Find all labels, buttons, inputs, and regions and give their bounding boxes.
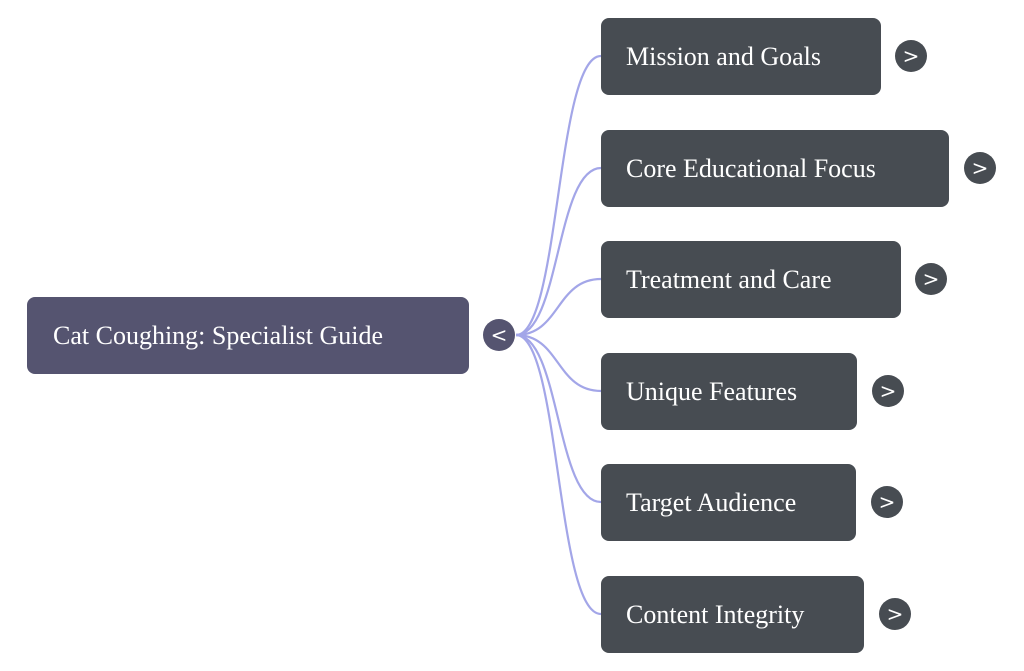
node-label: Treatment and Care	[626, 264, 832, 294]
node-label: Unique Features	[626, 376, 798, 406]
connector-line-mission	[515, 54, 602, 337]
node-label: Mission and Goals	[626, 41, 821, 71]
connector-line-audience	[515, 333, 602, 504]
expand-chevron-right-icon[interactable]: >	[964, 152, 996, 184]
root-node-label: Cat Coughing: Specialist Guide	[53, 320, 384, 350]
connector-line-core-focus	[515, 166, 602, 337]
node-content-integrity[interactable]: Content Integrity	[601, 576, 864, 653]
collapse-chevron-left-icon[interactable]: <	[483, 319, 515, 351]
node-target-audience[interactable]: Target Audience	[601, 464, 856, 541]
expand-chevron-right-icon[interactable]: >	[895, 40, 927, 72]
expand-chevron-right-icon[interactable]: >	[872, 375, 904, 407]
expand-chevron-right-icon[interactable]: >	[879, 598, 911, 630]
connector-line-unique	[515, 333, 602, 393]
connector-line-treatment	[515, 277, 602, 337]
node-mission-and-goals[interactable]: Mission and Goals	[601, 18, 881, 95]
node-treatment-and-care[interactable]: Treatment and Care	[601, 241, 901, 318]
node-unique-features[interactable]: Unique Features	[601, 353, 857, 430]
connector-line-integrity	[515, 333, 602, 616]
expand-chevron-right-icon[interactable]: >	[915, 263, 947, 295]
node-label: Core Educational Focus	[626, 153, 876, 183]
root-node[interactable]: Cat Coughing: Specialist Guide	[27, 297, 469, 374]
node-label: Content Integrity	[626, 599, 805, 629]
expand-chevron-right-icon[interactable]: >	[871, 486, 903, 518]
node-label: Target Audience	[626, 487, 797, 517]
node-core-educational-focus[interactable]: Core Educational Focus	[601, 130, 949, 207]
